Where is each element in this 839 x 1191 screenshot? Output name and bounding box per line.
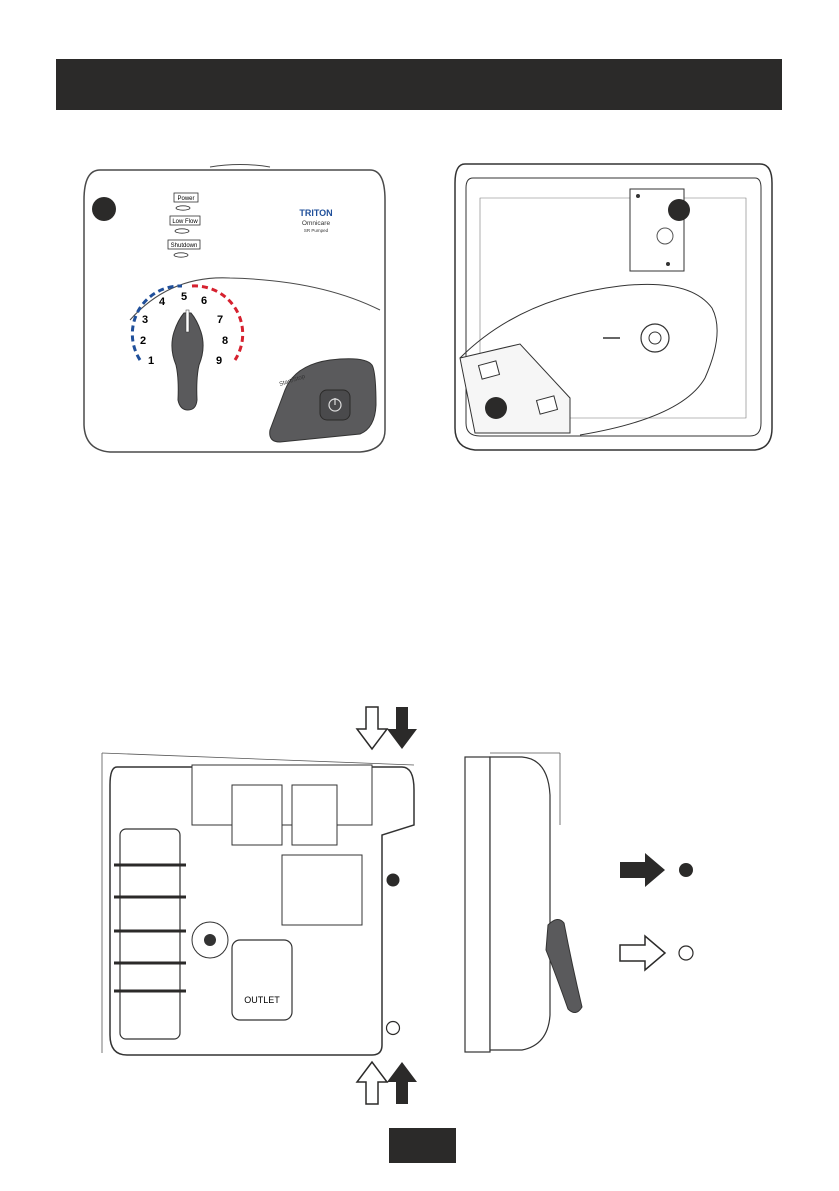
legend-outline-marker [679, 946, 693, 960]
legend [615, 850, 725, 975]
callout-marker-a [92, 197, 116, 221]
dial-number-8: 8 [222, 335, 228, 347]
page-number-badge [389, 1128, 456, 1163]
hot-connection-marker [387, 874, 400, 887]
bottom-outlet-arrows [355, 1058, 425, 1106]
callout-marker-c [485, 397, 507, 419]
outline-up-arrow-icon [357, 1062, 387, 1104]
outline-right-arrow-icon [620, 936, 665, 970]
front-cover-figure: Power Low Flow Shutdown TRITON Omnicare … [80, 160, 390, 460]
heater-tank [114, 829, 186, 1039]
dial-number-1: 1 [148, 355, 154, 367]
indicator-label-power: Power [177, 196, 194, 202]
callout-marker-b [668, 199, 690, 221]
outlet-label: OUTLET [244, 995, 280, 1005]
outline-down-arrow-icon [357, 707, 387, 749]
dial-number-9: 9 [216, 355, 222, 367]
dial-number-7: 7 [217, 314, 223, 326]
brand-variant: SR Pumped [304, 228, 329, 233]
cold-connection-marker [387, 1022, 400, 1035]
indicator-label-shutdown: Shutdown [171, 243, 198, 249]
indicator-label-low-flow: Low Flow [172, 219, 198, 225]
side-view-knob [546, 919, 582, 1012]
solid-up-arrow-icon [387, 1062, 417, 1104]
dial-number-6: 6 [201, 295, 207, 307]
section-header-bar [56, 59, 782, 110]
dial-number-5: 5 [181, 291, 187, 303]
pump-motor [641, 324, 669, 352]
legend-solid-marker [679, 863, 693, 877]
side-view-figure [460, 745, 590, 1065]
solid-right-arrow-icon [620, 853, 665, 887]
dial-number-4: 4 [159, 296, 166, 308]
internal-components-figure: OUTLET [92, 745, 432, 1065]
solid-down-arrow-icon [387, 707, 417, 749]
outlet-housing: OUTLET [232, 940, 292, 1020]
brand-model: Omnicare [302, 220, 331, 227]
dial-number-2: 2 [140, 335, 146, 347]
brand-logo: TRITON [299, 208, 332, 218]
cover-rear-figure [450, 158, 780, 458]
dial-number-3: 3 [142, 314, 148, 326]
